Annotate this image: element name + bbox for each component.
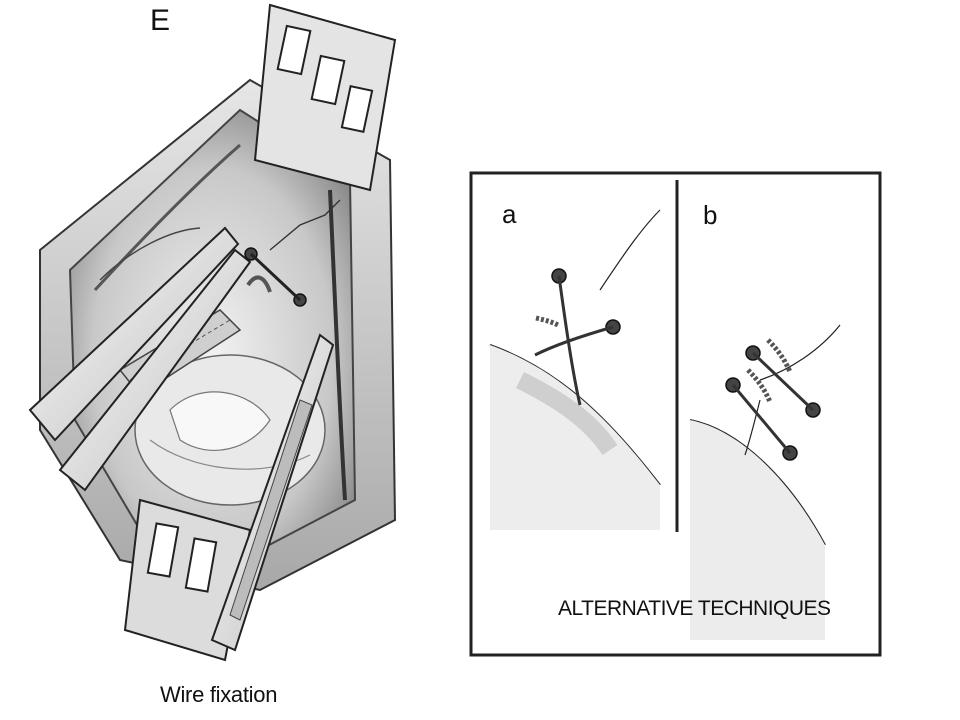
- technique-a-illustration: [489, 209, 661, 530]
- needle-holder-instrument: [28, 226, 252, 492]
- panel-label: E: [150, 4, 171, 37]
- forceps-instrument: [210, 333, 335, 652]
- retractor-top: [253, 3, 397, 192]
- sternal-wire: [244, 247, 307, 307]
- technique-b-label: b: [703, 200, 718, 230]
- figure-caption: Wire fixation: [160, 682, 278, 707]
- technique-a-label: a: [502, 199, 517, 229]
- inset-title: ALTERNATIVE TECHNIQUES: [558, 597, 831, 620]
- technique-b-illustration: [689, 324, 841, 640]
